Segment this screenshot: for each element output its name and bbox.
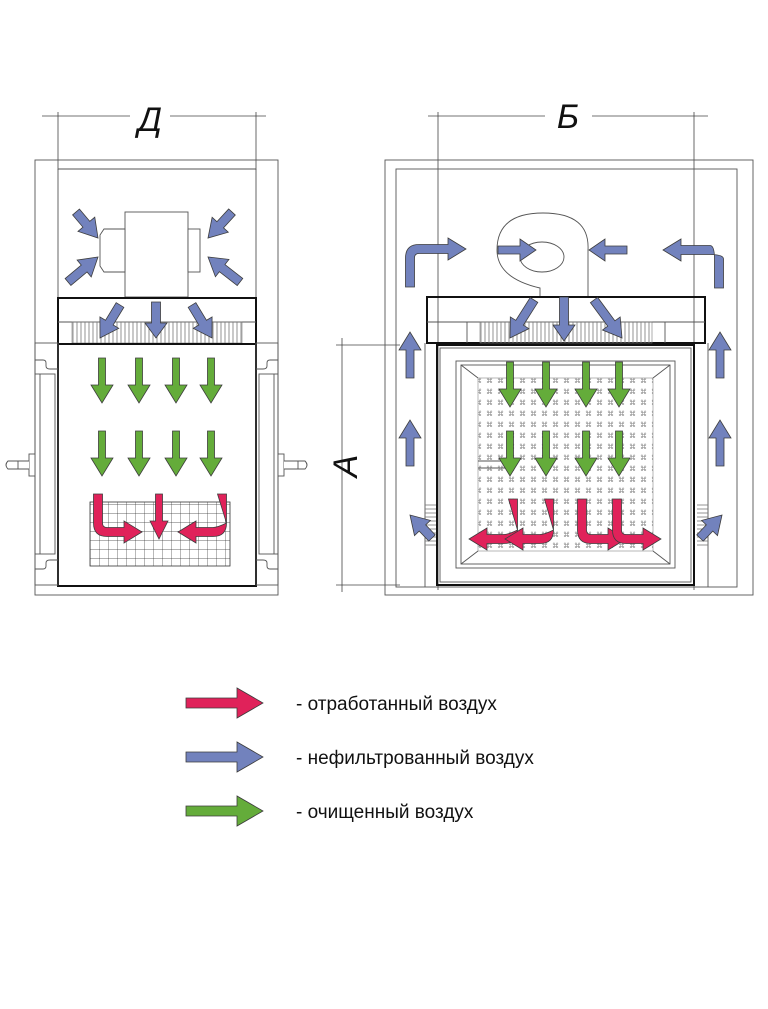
return-up-arrow — [708, 331, 732, 379]
fan-motor — [99, 211, 201, 298]
legend: - отработанный воздух - нефильтрованный в… — [185, 687, 534, 827]
clean-air-arrow — [164, 430, 188, 477]
legend-arrow-unfiltered — [185, 741, 264, 773]
right-side-panel — [255, 342, 308, 586]
dimension-d: Д — [42, 101, 266, 170]
dimension-a: А — [327, 338, 400, 592]
dimension-label-b: Б — [557, 98, 579, 136]
plenum-arrow — [187, 302, 213, 339]
plenum-arrow — [144, 301, 168, 339]
clean-air-arrow — [127, 430, 151, 477]
left-side-panel — [5, 342, 59, 586]
clean-air-arrow — [498, 361, 522, 408]
return-up-arrow — [398, 331, 422, 379]
plenum-arrow — [509, 297, 539, 339]
legend-label-clean: - очищенный воздух — [296, 802, 474, 823]
right-view: Б А — [327, 98, 754, 596]
intake-arrow — [207, 256, 244, 287]
plenum-arrow — [552, 296, 576, 342]
clean-air-arrow — [127, 357, 151, 404]
return-arrow — [405, 237, 467, 288]
return-arrow — [662, 238, 724, 289]
exhaust-arrow — [93, 493, 143, 544]
clean-air-arrow — [534, 361, 558, 408]
clean-air-arrow — [199, 357, 223, 404]
left-view-arrows — [64, 208, 244, 544]
right-view-arrows — [398, 237, 732, 551]
return-inlet-arrow — [409, 514, 436, 542]
intake-arrow — [64, 256, 99, 287]
clean-air-arrow — [534, 430, 558, 477]
clean-air-arrow — [574, 430, 598, 477]
exhaust-arrow — [612, 498, 662, 551]
legend-arrow-exhaust — [185, 687, 264, 719]
plenum-arrow — [99, 302, 125, 339]
dimension-label-a: А — [327, 455, 365, 480]
fan-inlet-arrow — [588, 238, 628, 262]
clean-air-arrow — [199, 430, 223, 477]
dimension-label-d: Д — [134, 101, 162, 139]
clean-air-arrow — [164, 357, 188, 404]
exhaust-arrow — [504, 498, 554, 551]
left-view: Д — [5, 101, 308, 596]
legend-label-unfiltered: - нефильтрованный воздух — [296, 748, 534, 769]
clean-air-arrow — [607, 361, 631, 408]
plenum-arrow — [589, 296, 623, 339]
clean-air-arrow — [498, 430, 522, 477]
clean-air-arrow — [607, 430, 631, 477]
fan-inlet-arrow — [497, 238, 537, 262]
return-inlet-arrow — [696, 514, 723, 542]
legend-label-exhaust: - отработанный воздух — [296, 694, 497, 715]
exhaust-arrow — [149, 493, 169, 540]
intake-arrow — [72, 208, 99, 239]
legend-arrow-clean — [185, 795, 264, 827]
clean-air-arrow — [90, 430, 114, 477]
intake-arrow — [207, 208, 236, 239]
return-up-arrow — [708, 419, 732, 467]
centrifugal-fan — [496, 212, 589, 297]
clean-air-arrow — [90, 357, 114, 404]
exhaust-arrow — [177, 493, 227, 544]
clean-air-arrow — [574, 361, 598, 408]
return-up-arrow — [398, 419, 422, 467]
